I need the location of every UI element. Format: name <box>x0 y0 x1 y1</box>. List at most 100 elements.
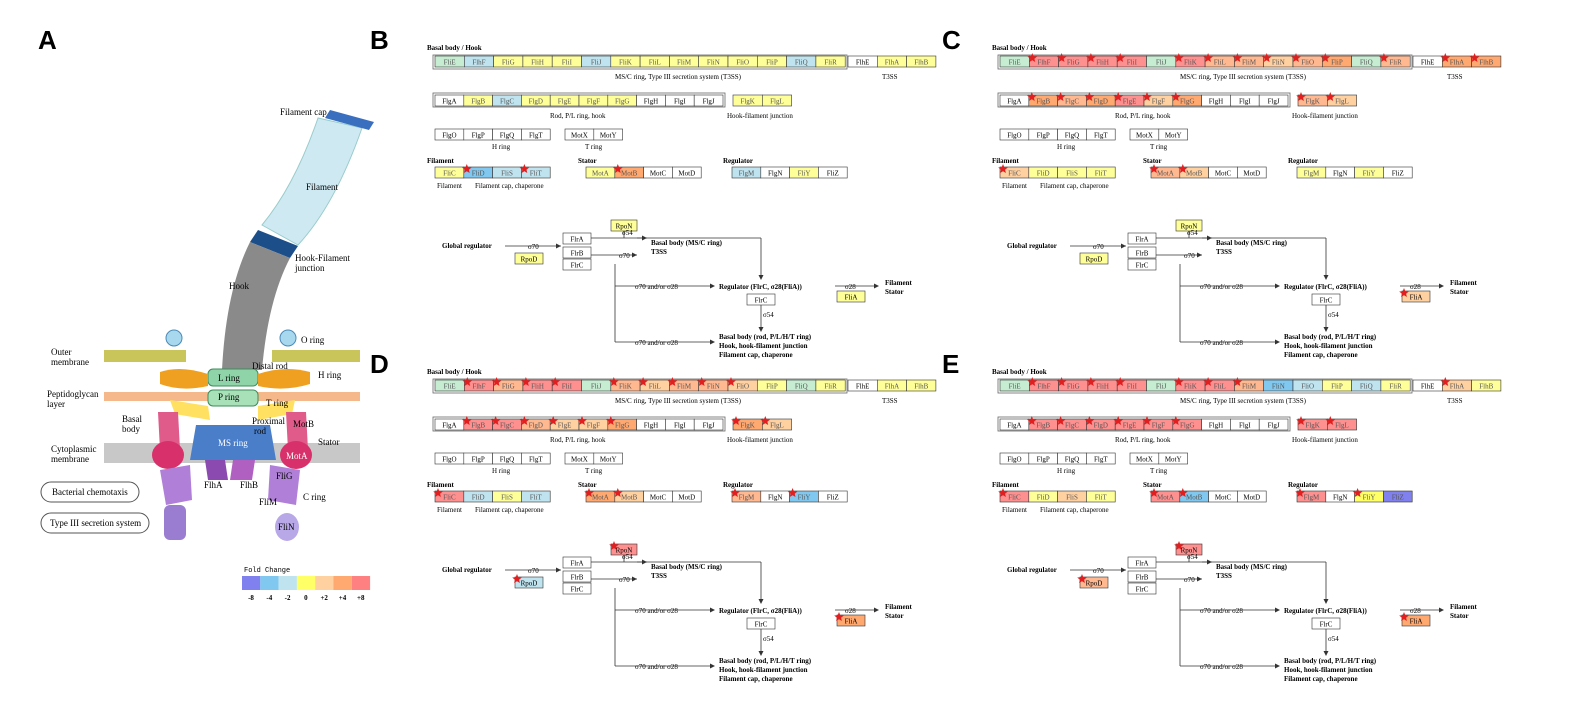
gene-box-flir[interactable] <box>1380 55 1411 68</box>
star-marker <box>1399 612 1409 621</box>
gene-box-flia[interactable] <box>1401 614 1431 627</box>
gene-box-motd[interactable] <box>1237 166 1267 179</box>
gene-box-flhb[interactable] <box>906 379 937 392</box>
gene-label: FliE <box>1009 59 1021 67</box>
arrow-head <box>632 576 637 582</box>
gene-box-flrc-net[interactable] <box>1127 258 1157 271</box>
gene-box-flgt[interactable] <box>521 128 551 141</box>
header-basal-body-hook: Basal body / Hook <box>992 368 1047 376</box>
label-filament-out: Filament <box>885 603 912 611</box>
star-marker <box>1056 377 1067 386</box>
gene-box-flgj[interactable] <box>1258 94 1289 107</box>
gene-label: FlgE <box>1123 98 1137 106</box>
gene-box-flgl[interactable] <box>761 418 792 431</box>
gene-label: FlgO <box>1007 132 1021 140</box>
gene-box-flra[interactable] <box>562 556 592 569</box>
gene-box-flgl[interactable] <box>1326 418 1357 431</box>
gene-label: FlgH <box>1209 422 1223 430</box>
gene-label: FlgE <box>1123 422 1137 430</box>
gene-box-flgt[interactable] <box>1086 128 1116 141</box>
gene-box-fliz[interactable] <box>818 490 848 503</box>
gene-box-flia[interactable] <box>836 614 866 627</box>
gene-label: MotB <box>621 170 638 178</box>
gene-box-flrb[interactable] <box>1127 570 1157 583</box>
gene-box-motd[interactable] <box>672 490 702 503</box>
gene-box-flgl[interactable] <box>1326 94 1357 107</box>
gene-box-flgl[interactable] <box>761 94 792 107</box>
gene-box-flrb[interactable] <box>562 570 592 583</box>
label-mota: MotA <box>286 451 308 461</box>
arrow-head <box>710 607 715 613</box>
gene-box-moty[interactable] <box>593 128 623 141</box>
gene-box-flit[interactable] <box>1086 166 1116 179</box>
gene-box-moty[interactable] <box>1158 452 1188 465</box>
gene-label: FlgP <box>472 132 485 140</box>
gene-box-moty[interactable] <box>593 452 623 465</box>
label-filament-out: Filament <box>885 279 912 287</box>
gene-box-rpod[interactable] <box>514 252 544 265</box>
star-marker <box>512 574 522 583</box>
gene-box-flir[interactable] <box>815 55 846 68</box>
gene-box-flrb[interactable] <box>562 246 592 259</box>
gene-box-flrc-net[interactable] <box>562 258 592 271</box>
arrow-head <box>874 283 879 289</box>
gene-box-motd[interactable] <box>672 166 702 179</box>
gene-box-flra[interactable] <box>1127 556 1157 569</box>
gene-box-moty[interactable] <box>1158 128 1188 141</box>
gene-box-flra[interactable] <box>1127 232 1157 245</box>
gene-box-flgj[interactable] <box>693 94 724 107</box>
gene-label: FlgA <box>1007 98 1021 106</box>
label-t3ss-net: T3SS <box>1216 248 1232 256</box>
gene-label: RpoD <box>1086 580 1103 588</box>
gene-box-rpod[interactable] <box>514 576 544 589</box>
gene-box-flir[interactable] <box>815 379 846 392</box>
gene-box-flrc-net[interactable] <box>562 582 592 595</box>
label-sigma70-or-28-b: σ70 and/or σ28 <box>1200 339 1243 347</box>
gene-box-flgt[interactable] <box>521 452 551 465</box>
gene-box-flit[interactable] <box>521 166 551 179</box>
gene-label: FlrA <box>1135 236 1148 244</box>
gene-box-fliz[interactable] <box>1383 166 1413 179</box>
label-proximal-rod-2: rod <box>254 426 266 436</box>
gene-box-flrb[interactable] <box>1127 246 1157 259</box>
gene-box-flir[interactable] <box>1380 379 1411 392</box>
gene-label: FlrC <box>1320 621 1333 629</box>
label-h-ring: H ring <box>492 143 511 151</box>
gene-box-flia[interactable] <box>1401 290 1431 303</box>
gene-box-flgj[interactable] <box>693 418 724 431</box>
header-basal-body-hook: Basal body / Hook <box>992 44 1047 52</box>
star-marker <box>1142 92 1152 101</box>
gene-box-flit[interactable] <box>1086 490 1116 503</box>
gene-box-flhb[interactable] <box>1471 55 1502 68</box>
gene-box-fliz[interactable] <box>818 166 848 179</box>
gene-label: FliC <box>443 170 456 178</box>
label-filament-cap: Filament cap, chaperone <box>475 182 544 190</box>
gene-box-fliz[interactable] <box>1383 490 1413 503</box>
gene-box-rpod[interactable] <box>1079 252 1109 265</box>
gene-label: FlgH <box>1209 98 1223 106</box>
gene-label: FlgJ <box>1268 98 1280 106</box>
star-marker <box>1469 53 1480 62</box>
gene-box-flhb[interactable] <box>1471 379 1502 392</box>
label-stator-out: Stator <box>885 612 904 620</box>
c-ring-left <box>160 465 192 505</box>
gene-box-flit[interactable] <box>521 490 551 503</box>
gene-label: FliM <box>1242 59 1257 67</box>
type-iii-secretion-link[interactable] <box>40 512 150 534</box>
gene-box-flia[interactable] <box>836 290 866 303</box>
bacterial-chemotaxis-link[interactable] <box>40 481 140 503</box>
star-marker <box>613 164 623 173</box>
star-marker <box>1352 488 1363 497</box>
gene-label: FliP <box>1331 383 1343 391</box>
gene-box-flhb[interactable] <box>906 55 937 68</box>
gene-box-flra[interactable] <box>562 232 592 245</box>
gene-box-flrc-net[interactable] <box>1127 582 1157 595</box>
gene-box-motd[interactable] <box>1237 490 1267 503</box>
label-filament: Filament <box>306 182 338 192</box>
gene-box-flgj[interactable] <box>1258 418 1289 431</box>
gene-label: FliZ <box>1392 170 1404 178</box>
gene-box-flgt[interactable] <box>1086 452 1116 465</box>
flin-right <box>275 513 299 541</box>
gene-box-rpod[interactable] <box>1079 576 1109 589</box>
gene-label: FliQ <box>795 59 808 67</box>
